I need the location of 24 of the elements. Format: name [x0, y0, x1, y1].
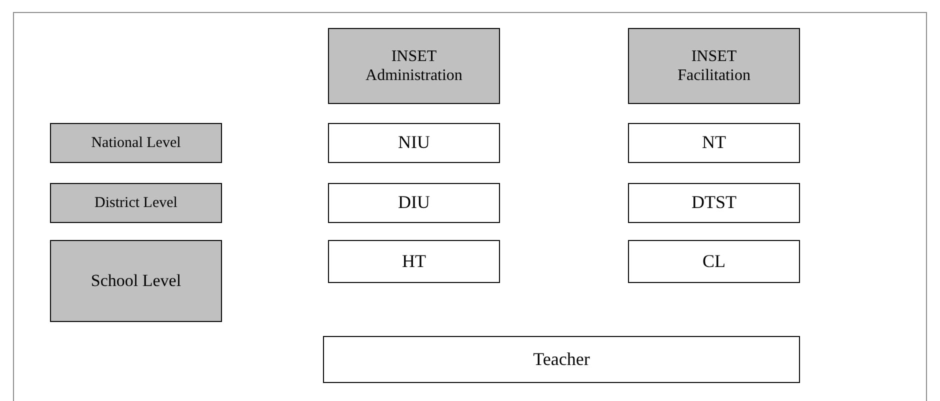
header-box — [628, 28, 800, 104]
box-label: DTST — [692, 192, 736, 214]
role-box — [328, 240, 500, 283]
box-label: School Level — [90, 270, 182, 292]
box-label: NIU — [398, 132, 430, 154]
box-label: INSET Administration — [364, 46, 464, 86]
box-label: NT — [702, 132, 726, 154]
box-label: INSET Facilitation — [676, 46, 752, 86]
box-label: District Level — [94, 194, 178, 212]
header-box — [328, 28, 500, 104]
box-label: National Level — [91, 134, 181, 152]
role-box — [628, 183, 800, 223]
role-box — [628, 240, 800, 283]
role-box — [328, 123, 500, 163]
header-box — [50, 123, 222, 163]
role-box — [328, 183, 500, 223]
box-label: CL — [702, 250, 726, 272]
header-box — [50, 183, 222, 223]
role-box — [628, 123, 800, 163]
box-label: DIU — [398, 192, 430, 214]
box-label: Teacher — [533, 348, 590, 370]
role-box — [323, 336, 800, 383]
box-label: HT — [402, 250, 426, 272]
header-box — [50, 240, 222, 322]
